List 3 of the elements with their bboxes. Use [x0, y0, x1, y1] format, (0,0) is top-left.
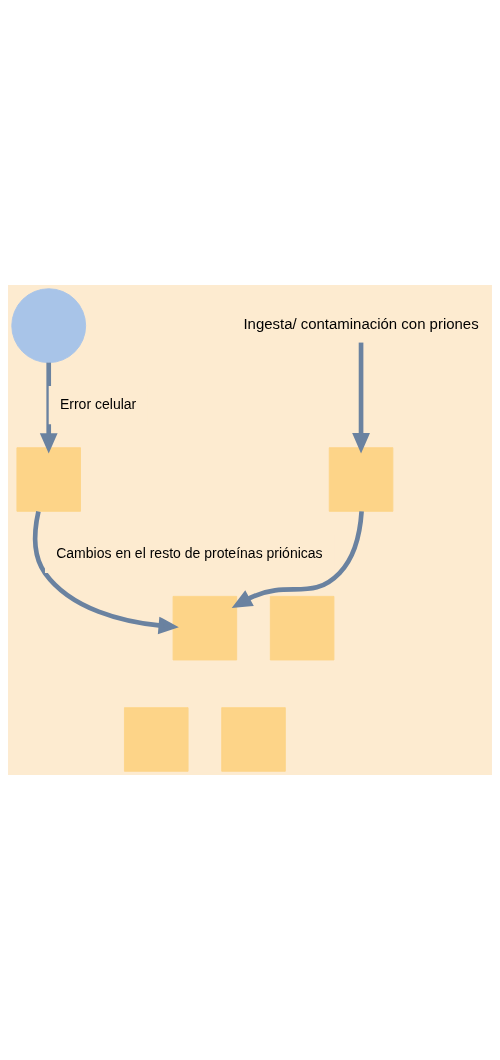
node-text: Ingesta/ contaminación con priones: [243, 315, 479, 333]
edge-label: Error celular: [59, 395, 137, 412]
edge-label: Cambios en el resto de proteínas priónicas: [56, 544, 323, 561]
